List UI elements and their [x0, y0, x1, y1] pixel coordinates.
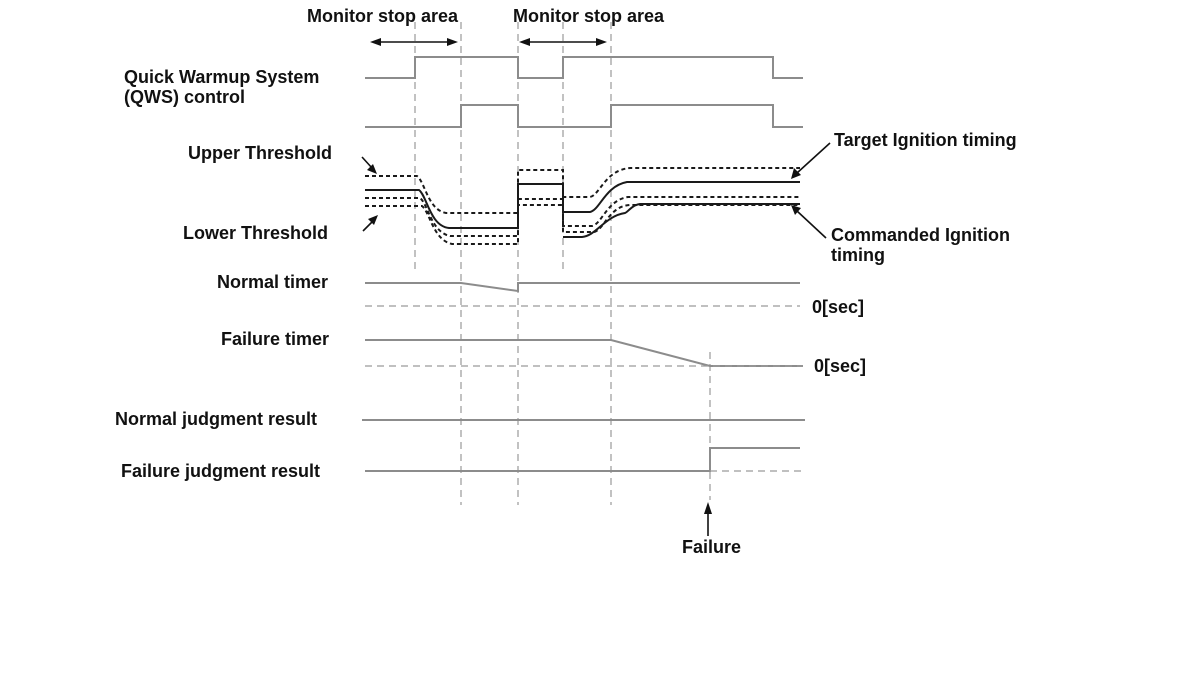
upper-threshold-label: Upper Threshold — [188, 143, 332, 163]
lower-threshold-label: Lower Threshold — [183, 223, 328, 243]
target-ignition-timing-line — [365, 181, 800, 229]
failure-timer-zero-label: 0[sec] — [814, 356, 866, 376]
failure-judgment-signal — [365, 447, 800, 472]
normal-timer-label: Normal timer — [217, 272, 328, 292]
commanded-ignition-upper-line — [365, 196, 800, 237]
target-ignition-label: Target Ignition timing — [834, 130, 1017, 150]
qws-signal-1 — [365, 56, 803, 79]
failure-timer-signal — [365, 339, 803, 367]
qws-label-line1: Quick Warmup System — [124, 67, 319, 87]
normal-timer-zero-label: 0[sec] — [812, 297, 864, 317]
monitor-stop-label-1: Monitor stop area — [307, 6, 459, 26]
vertical-guides — [414, 22, 711, 505]
qws-label-line2: (QWS) control — [124, 87, 245, 107]
monitor-stop-arrow-2 — [519, 38, 607, 46]
failure-timer-label: Failure timer — [221, 329, 329, 349]
monitor-stop-label-2: Monitor stop area — [513, 6, 665, 26]
commanded-ignition-timing-line — [563, 203, 800, 238]
lower-threshold-line — [365, 204, 800, 245]
target-ignition-arrow — [791, 142, 831, 179]
failure-judgment-label: Failure judgment result — [121, 461, 320, 481]
failure-event-label: Failure — [682, 537, 741, 557]
commanded-ignition-arrow — [791, 205, 827, 239]
normal-timer-signal — [365, 282, 800, 293]
failure-event-arrow — [704, 502, 712, 536]
qws-signal-2 — [365, 104, 803, 128]
commanded-ignition-label-line2: timing — [831, 245, 885, 265]
monitor-stop-arrow-1 — [370, 38, 458, 46]
commanded-ignition-label-line1: Commanded Ignition — [831, 225, 1010, 245]
normal-judgment-label: Normal judgment result — [115, 409, 317, 429]
upper-threshold-arrow — [361, 156, 377, 174]
upper-threshold-line — [365, 167, 800, 214]
lower-threshold-arrow — [362, 215, 378, 232]
